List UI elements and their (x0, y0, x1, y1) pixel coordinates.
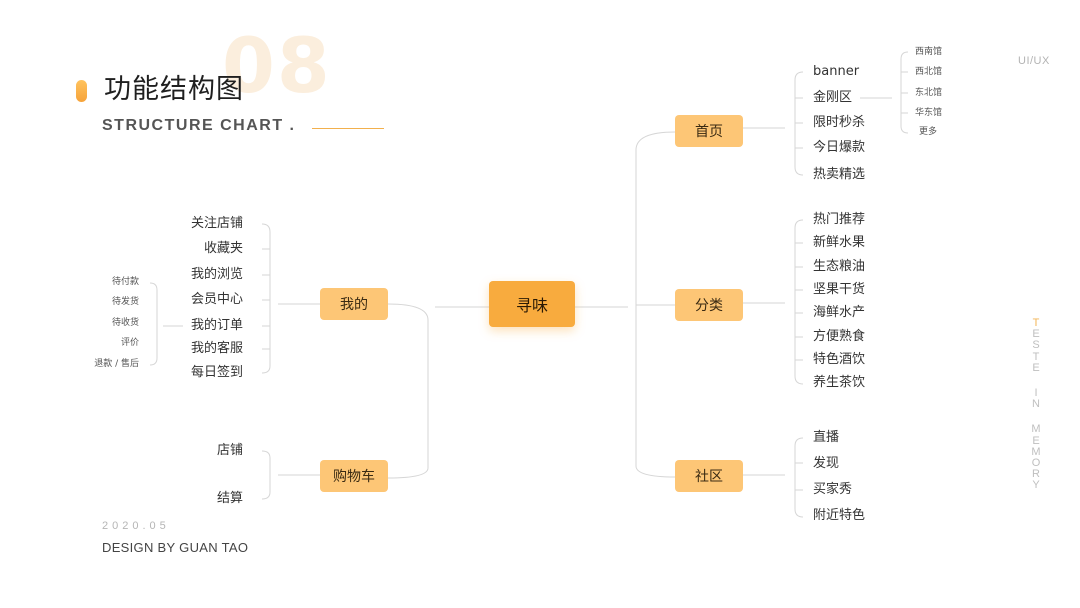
leaf-label: 新鲜水果 (813, 235, 866, 250)
leaf-label: 店铺 (216, 443, 243, 458)
leaf-label: 坚果干货 (813, 282, 866, 297)
page-subtitle: STRUCTURE CHART . (102, 117, 296, 134)
leaf-label: 我的浏览 (190, 267, 243, 282)
leaf-label: 发现 (813, 456, 840, 471)
page-title: 功能结构图 (104, 74, 244, 105)
leaf-label: 养生茶饮 (813, 375, 866, 390)
order-sub-label: 待发货 (111, 297, 139, 307)
branch-node-cart: 购物车 (320, 460, 388, 492)
home-ticks (795, 97, 803, 149)
footer-date: 2020.05 (102, 520, 170, 532)
category-ticks (795, 242, 803, 361)
wode-bracket (261, 223, 271, 374)
leaf-label: 附近特色 (813, 508, 866, 523)
root-node: 寻味 (489, 281, 575, 327)
leaf-label: 热卖精选 (813, 167, 866, 182)
order-sub-label: 退款 / 售后 (94, 359, 139, 369)
leaf-label: 我的客服 (190, 341, 243, 356)
leaf-label: 生态粮油 (813, 259, 866, 274)
order-sub-bracket (149, 282, 158, 366)
leaf-label: 金刚区 (813, 90, 853, 105)
order-sub-label: 待付款 (111, 277, 139, 287)
leaf-label: 限时秒杀 (813, 115, 866, 130)
leaf-label: banner (813, 64, 860, 79)
subtitle-underline (312, 128, 384, 129)
leaf-label: 我的订单 (190, 318, 243, 333)
leaf-label: 热门推荐 (813, 212, 866, 227)
kingkong-sub-label: 更多 (919, 127, 938, 137)
kingkong-ticks (901, 71, 908, 114)
branch-node-community: 社区 (675, 460, 743, 492)
leaf-label: 今日爆款 (813, 140, 866, 155)
wode-ticks (262, 248, 270, 350)
community-ticks (795, 462, 803, 491)
branch-node-wode: 我的 (320, 288, 388, 320)
leaf-label: 买家秀 (813, 482, 853, 497)
corner-tag: UI/UX (1018, 55, 1050, 67)
cart-bracket (261, 450, 271, 500)
kingkong-sub-label: 西南馆 (915, 47, 943, 57)
leaf-label: 关注店铺 (190, 216, 243, 231)
footer-credit: DESIGN BY GUAN TAO (102, 540, 249, 555)
leaf-label: 每日签到 (190, 365, 243, 380)
leaf-label: 会员中心 (190, 292, 243, 307)
branch-node-home: 首页 (675, 115, 743, 147)
category-bracket (794, 219, 804, 385)
right-main-bracket (635, 131, 676, 478)
leaf-label: 海鲜水产 (813, 305, 866, 320)
branch-node-category: 分类 (675, 289, 743, 321)
left-main-bracket (387, 303, 429, 479)
title-accent-bar (76, 80, 87, 102)
order-sub-label: 评价 (120, 338, 139, 348)
kingkong-sub-label: 西北馆 (915, 67, 943, 77)
leaf-label: 特色酒饮 (813, 352, 866, 367)
kingkong-sub-label: 华东馆 (915, 108, 943, 118)
leaf-label: 直播 (813, 430, 840, 445)
community-bracket (794, 437, 804, 518)
leaf-label: 结算 (216, 491, 243, 506)
section-number-watermark: 08 (222, 21, 332, 110)
leaf-label: 收藏夹 (203, 241, 243, 256)
leaf-label: 方便熟食 (813, 329, 866, 344)
kingkong-sub-label: 东北馆 (915, 88, 943, 98)
order-sub-label: 待收货 (111, 318, 139, 328)
